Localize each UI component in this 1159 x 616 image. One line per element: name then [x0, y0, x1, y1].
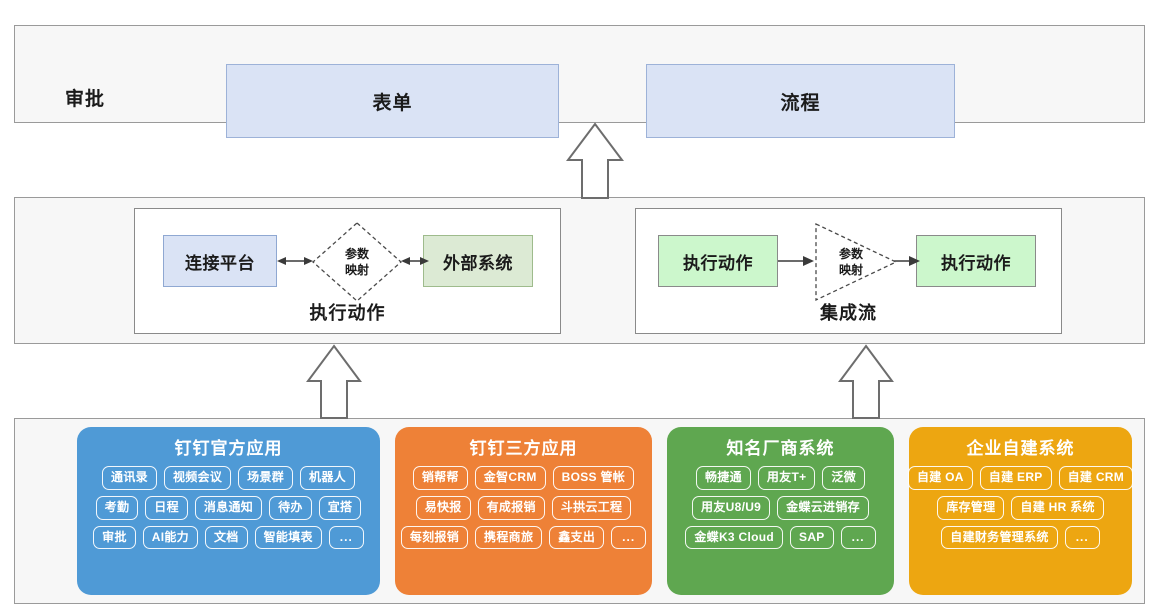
app-tag-rows: 畅捷通 用友T+ 泛微 用友U8/U9 金蝶云进销存 金蝶K3 Cloud SA… — [667, 466, 894, 555]
app-tag[interactable]: 畅捷通 — [695, 466, 751, 490]
app-tag[interactable]: 自建 OA — [907, 466, 973, 490]
app-tag-more[interactable]: ... — [840, 525, 876, 550]
mapping-text-line1: 参数 — [344, 246, 369, 261]
app-tag-rows: 销帮帮 金智CRM BOSS 管帐 易快报 有成报销 斗拱云工程 每刻报销 携程… — [395, 466, 652, 555]
app-card-self-built[interactable]: 企业自建系统 自建 OA 自建 ERP 自建 CRM 库存管理 自建 HR 系统… — [907, 427, 1134, 595]
application-section: 应用 钉钉官方应用 通讯录 视频会议 场景群 机器人 考勤 日程 消息通知 待办… — [14, 418, 1145, 604]
app-tag-more[interactable]: ... — [611, 525, 647, 550]
app-tag-row: 金蝶K3 Cloud SAP ... — [675, 525, 886, 550]
execute-action-caption: 执行动作 — [309, 303, 386, 323]
app-card-third-party[interactable]: 钉钉三方应用 销帮帮 金智CRM BOSS 管帐 易快报 有成报销 斗拱云工程 … — [395, 427, 652, 595]
app-tag[interactable]: 待办 — [269, 495, 312, 520]
approval-form-box[interactable]: 表单 — [226, 64, 559, 138]
app-tag[interactable]: 自建财务管理系统 — [941, 525, 1058, 550]
app-tag[interactable]: BOSS 管帐 — [552, 466, 635, 490]
app-tag[interactable]: 场景群 — [238, 466, 294, 490]
app-card-title: 钉钉三方应用 — [469, 439, 578, 458]
mapping-text-line2: 映射 — [838, 263, 863, 277]
flow-line-left — [778, 256, 814, 266]
app-tag[interactable]: 泛微 — [822, 466, 866, 490]
app-tag-row: 考勤 日程 消息通知 待办 宜搭 — [85, 495, 372, 520]
mapping-text-line1: 参数 — [838, 246, 863, 261]
approval-section-label: 审批 — [64, 89, 105, 110]
app-tag[interactable]: 自建 HR 系统 — [1011, 495, 1104, 520]
parameter-mapping-diamond: 参数 映射 — [309, 219, 405, 305]
connector-line-left — [277, 257, 313, 265]
app-card-official[interactable]: 钉钉官方应用 通讯录 视频会议 场景群 机器人 考勤 日程 消息通知 待办 宜搭… — [77, 427, 380, 595]
app-tag[interactable]: 每刻报销 — [400, 525, 469, 550]
app-tag-rows: 自建 OA 自建 ERP 自建 CRM 库存管理 自建 HR 系统 自建财务管理… — [907, 466, 1134, 555]
app-tag[interactable]: 智能填表 — [254, 525, 322, 550]
app-tag[interactable]: 日程 — [145, 495, 188, 520]
app-tag-row: 通讯录 视频会议 场景群 机器人 — [85, 466, 372, 490]
up-arrow-connector-to-approval — [566, 122, 624, 199]
up-arrow-apps-to-action-panel — [306, 344, 362, 419]
app-tag-row: 用友U8/U9 金蝶云进销存 — [675, 495, 886, 520]
app-tag[interactable]: 斗拱云工程 — [551, 495, 632, 520]
app-tag[interactable]: 销帮帮 — [412, 466, 468, 490]
app-tag[interactable]: 用友U8/U9 — [692, 495, 771, 520]
app-tag[interactable]: 金蝶K3 Cloud — [685, 525, 784, 550]
app-tag[interactable]: 鑫支出 — [549, 525, 605, 550]
up-arrow-apps-to-flow-panel — [838, 344, 894, 419]
app-tag-row: 审批 AI能力 文档 智能填表 ... — [85, 525, 372, 550]
app-card-title: 企业自建系统 — [966, 439, 1075, 458]
app-tag[interactable]: 自建 ERP — [979, 466, 1052, 490]
app-tag-row: 畅捷通 用友T+ 泛微 — [675, 466, 886, 490]
integration-flow-caption: 集成流 — [820, 303, 877, 323]
app-tag[interactable]: 通讯录 — [102, 466, 157, 490]
app-tag[interactable]: 用友T+ — [757, 466, 816, 490]
app-tag-more[interactable]: ... — [1064, 525, 1100, 550]
app-tag-row: 自建 OA 自建 ERP 自建 CRM — [907, 466, 1134, 490]
app-tag-row: 每刻报销 携程商旅 鑫支出 ... — [400, 525, 647, 550]
app-tag[interactable]: 考勤 — [95, 495, 139, 520]
app-tag-row: 易快报 有成报销 斗拱云工程 — [403, 495, 644, 520]
node-execute-action-right[interactable]: 执行动作 — [916, 235, 1036, 287]
integration-flow-panel: 执行动作 参数 映射 执行动作 集成流 — [635, 208, 1062, 334]
execute-action-panel: 连接平台 参数 映射 外部 — [134, 208, 561, 334]
app-tag[interactable]: SAP — [790, 525, 834, 550]
app-tag[interactable]: 库存管理 — [937, 495, 1005, 520]
app-tag[interactable]: 文档 — [204, 525, 248, 550]
app-tag[interactable]: 金智CRM — [474, 466, 546, 490]
app-tag-more[interactable]: ... — [328, 525, 364, 550]
app-tag[interactable]: 宜搭 — [318, 495, 362, 520]
app-card-title: 钉钉官方应用 — [174, 439, 283, 458]
app-tag-row: 销帮帮 金智CRM BOSS 管帐 — [403, 466, 644, 490]
approval-section: 审批 表单 流程 — [14, 25, 1145, 138]
connector-line-right — [401, 257, 429, 265]
app-tag[interactable]: AI能力 — [142, 525, 198, 550]
connector-platform-section: 连接平台 连接平台 参数 映射 — [14, 197, 1145, 468]
app-tag[interactable]: 金蝶云进销存 — [777, 495, 869, 520]
flow-line-right — [894, 256, 920, 266]
node-external-system[interactable]: 外部系统 — [423, 235, 533, 287]
app-tag[interactable]: 易快报 — [415, 495, 471, 520]
app-tag[interactable]: 机器人 — [300, 466, 355, 490]
node-execute-action-left[interactable]: 执行动作 — [658, 235, 778, 287]
app-tag[interactable]: 审批 — [93, 525, 136, 550]
app-card-known-vendor[interactable]: 知名厂商系统 畅捷通 用友T+ 泛微 用友U8/U9 金蝶云进销存 金蝶K3 C… — [667, 427, 894, 595]
app-tag-row: 库存管理 自建 HR 系统 — [917, 495, 1124, 520]
approval-process-box[interactable]: 流程 — [646, 64, 955, 138]
app-tag[interactable]: 消息通知 — [194, 495, 263, 520]
app-tag-rows: 通讯录 视频会议 场景群 机器人 考勤 日程 消息通知 待办 宜搭 审批 AI能… — [77, 466, 380, 555]
mapping-text-line2: 映射 — [344, 263, 369, 277]
app-tag[interactable]: 自建 CRM — [1058, 466, 1134, 490]
triangle-shape-icon — [815, 222, 898, 302]
app-tag-row: 自建财务管理系统 ... — [917, 525, 1124, 550]
app-card-title: 知名厂商系统 — [726, 439, 835, 458]
app-tag[interactable]: 视频会议 — [163, 466, 232, 490]
app-tag[interactable]: 有成报销 — [477, 495, 545, 520]
parameter-mapping-triangle: 参数 映射 — [808, 221, 900, 303]
node-connect-platform[interactable]: 连接平台 — [163, 235, 277, 287]
diamond-shape-icon — [312, 222, 402, 302]
app-tag[interactable]: 携程商旅 — [475, 525, 543, 550]
